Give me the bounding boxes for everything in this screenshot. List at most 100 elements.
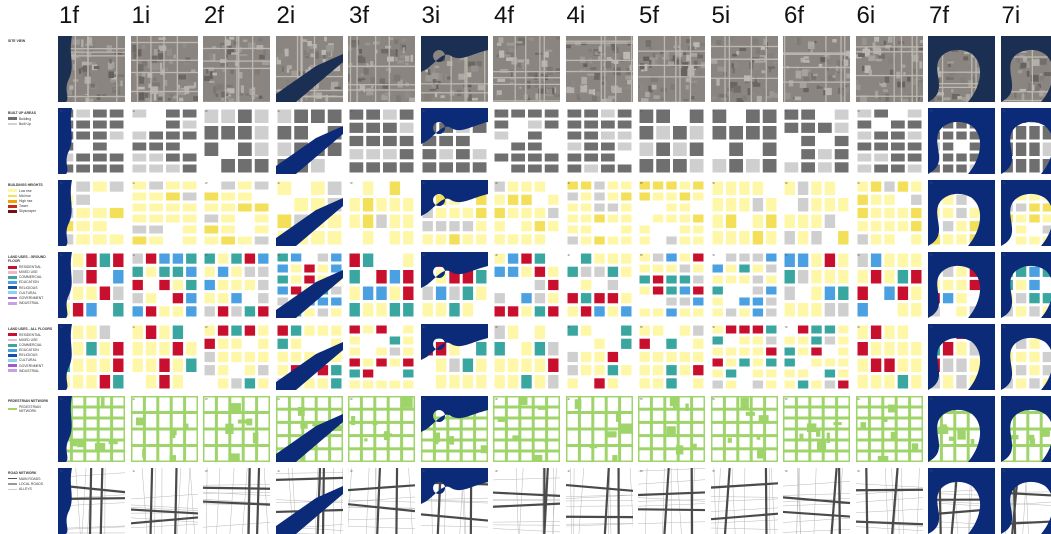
map-tile-graphic — [276, 36, 343, 102]
map-tile-pedestrian-5i: 5i — [711, 396, 778, 462]
tile-tag: 6i — [858, 253, 860, 257]
tile-tag: 2f — [205, 253, 208, 257]
map-tile-graphic — [58, 180, 125, 246]
map-tile-site-6f — [783, 36, 850, 102]
map-tile-graphic — [711, 180, 778, 246]
legend-label: RELIGIOUS — [19, 286, 37, 290]
legend-entry: GOVERNMENT — [8, 364, 58, 368]
map-tile-graphic — [348, 108, 415, 174]
map-tile-graphic — [1001, 252, 1051, 318]
tile-tag: 2f — [205, 109, 208, 113]
map-tile-road-1i: 1i — [131, 468, 198, 534]
map-tile-graphic — [856, 36, 923, 102]
map-tile-road-3f: 3f — [348, 468, 415, 534]
tile-tag: 4f — [495, 469, 498, 473]
legend-entry: Skyscraper — [8, 209, 58, 213]
map-tile-graphic — [421, 468, 488, 534]
legend-label: MIXED USE — [19, 338, 38, 342]
tile-tag: 4i — [568, 325, 570, 329]
map-tile-graphic — [638, 468, 705, 534]
map-tile-graphic — [421, 180, 488, 246]
row-title: BUILT UP AREAS — [8, 111, 58, 115]
tile-tag: 2i — [278, 253, 280, 257]
map-tile-graphic — [928, 324, 995, 390]
tile-tag: 3f — [350, 253, 353, 257]
map-tile-heights-4i: 4i — [566, 180, 633, 246]
map-tile-pedestrian-1i: 1i — [131, 396, 198, 462]
map-tile-graphic — [638, 324, 705, 390]
tile-tag: 5f — [640, 325, 643, 329]
map-tile-landuse_ground-7f: 7f — [928, 252, 995, 318]
map-tile-graphic — [131, 324, 198, 390]
tile-tag: 6i — [858, 325, 860, 329]
tile-tag: 3f — [350, 325, 353, 329]
legend-label: RELIGIOUS — [19, 353, 37, 357]
map-tile-landuse_all-1f: 1f — [58, 324, 125, 390]
legend-swatch — [8, 478, 17, 479]
tile-tag: 3i — [423, 469, 425, 473]
column-header-3i: 3i — [422, 2, 441, 30]
legend-swatch — [8, 276, 17, 279]
map-tile-graphic — [493, 396, 560, 462]
map-tile-built-6i: 6i — [856, 108, 923, 174]
map-tile-graphic — [421, 36, 488, 102]
tile-tag: 3f — [350, 397, 353, 401]
tile-tag: 5f — [640, 397, 643, 401]
map-tile-landuse_ground-6f: 6f — [783, 252, 850, 318]
map-tile-graphic — [856, 324, 923, 390]
map-tile-pedestrian-1f: 1f — [58, 396, 125, 462]
map-tile-built-1i: 1i — [131, 108, 198, 174]
legend-entry: COMMERCIAL — [8, 343, 58, 347]
legend-swatch — [8, 117, 17, 120]
map-tile-site-1i — [131, 36, 198, 102]
legend-entry: INDUSTRIAL — [8, 369, 58, 373]
map-tile-built-4i: 4i — [566, 108, 633, 174]
map-tile-graphic — [348, 252, 415, 318]
map-tile-graphic — [348, 396, 415, 462]
map-tile-built-3f: 3f — [348, 108, 415, 174]
tile-tag: 3i — [423, 325, 425, 329]
tile-tag: 3f — [350, 181, 353, 185]
map-tile-site-3f — [348, 36, 415, 102]
legend-swatch — [8, 349, 17, 352]
map-tile-site-6i — [856, 36, 923, 102]
map-tile-graphic — [638, 108, 705, 174]
map-tile-pedestrian-2i: 2i — [276, 396, 343, 462]
map-tile-heights-1f: 1f — [58, 180, 125, 246]
tile-tag: 3i — [423, 181, 425, 185]
tile-tag: 6i — [858, 469, 860, 473]
legend-swatch — [8, 344, 17, 347]
legend-entry: RESIDENTIAL — [8, 333, 58, 337]
tile-tag: 7i — [1003, 253, 1005, 257]
map-tile-graphic — [1001, 108, 1051, 174]
map-tile-pedestrian-3i: 3i — [421, 396, 488, 462]
map-tile-site-3i — [421, 36, 488, 102]
map-tile-landuse_ground-7i: 7i — [1001, 252, 1051, 318]
map-tile-landuse_ground-1i: 1i — [131, 252, 198, 318]
legend-entry: MIXED USE — [8, 270, 58, 274]
tile-tag: 5i — [713, 325, 715, 329]
tile-tag: 6f — [785, 109, 788, 113]
tile-tag: 7i — [1003, 397, 1005, 401]
tile-tag: 7i — [1003, 109, 1005, 113]
map-tile-graphic — [928, 180, 995, 246]
tile-tag: 4f — [495, 181, 498, 185]
map-tile-landuse_all-4i: 4i — [566, 324, 633, 390]
tile-tag: 4i — [568, 397, 570, 401]
legend-swatch — [8, 123, 17, 126]
column-header-7i: 7i — [1002, 2, 1021, 30]
map-tile-graphic — [131, 36, 198, 102]
map-tile-graphic — [131, 396, 198, 462]
map-tile-graphic — [856, 252, 923, 318]
map-tile-landuse_all-1i: 1i — [131, 324, 198, 390]
map-tile-landuse_all-2i: 2i — [276, 324, 343, 390]
map-tile-graphic — [203, 36, 270, 102]
map-tile-built-2i: 2i — [276, 108, 343, 174]
legend-label: INDUSTRIAL — [19, 369, 39, 373]
row-legend-site: SITE VIEW — [8, 39, 58, 45]
legend-label: Skyscraper — [19, 209, 36, 213]
legend-entry: Tower — [8, 204, 58, 208]
map-tile-landuse_ground-6i: 6i — [856, 252, 923, 318]
map-tile-built-5i: 5i — [711, 108, 778, 174]
legend-label: RESIDENTIAL — [19, 333, 41, 337]
